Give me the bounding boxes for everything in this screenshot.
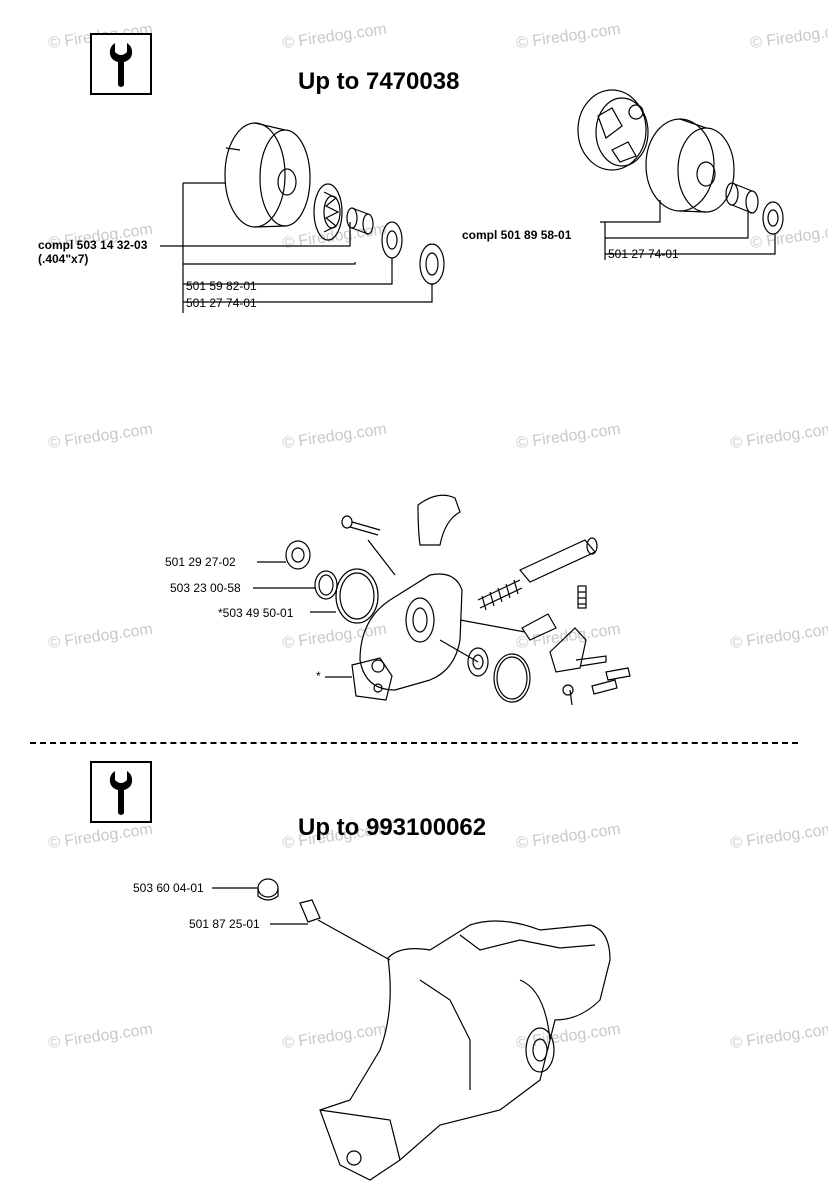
clutch-drum-right: [645, 118, 735, 213]
label-crankcase-stud: 501 87 25-01: [189, 917, 260, 931]
wrench-icon: [109, 771, 133, 815]
label-oilpump-plug: 501 29 27-02: [165, 555, 236, 569]
label-bearing-right: 501 27 74-01: [608, 247, 679, 261]
adjuster-spring: [577, 585, 587, 609]
label-oilpump-asterisk: *: [316, 669, 321, 683]
label-clutch-left-size: (.404"x7): [38, 252, 89, 266]
oil-pump-oring: [314, 570, 338, 600]
washer-right: [762, 201, 784, 235]
oil-pump-housing: [351, 573, 463, 701]
needle-bearing-left: [346, 207, 374, 235]
washer-left-outer: [419, 243, 445, 285]
sprocket-left: [313, 183, 343, 241]
wrench-icon: [109, 43, 133, 87]
label-clutch-right-compl: compl 501 89 58-01: [462, 228, 572, 242]
oil-pump-cover: [417, 494, 461, 546]
tool-icon-box: [90, 33, 152, 95]
adjuster-bracket: [521, 613, 607, 673]
label-oilpump-seal: *503 49 50-01: [218, 606, 294, 620]
crankcase-stud: [299, 899, 391, 961]
label-oilpump-oring: 503 23 00-58: [170, 581, 241, 595]
section-divider: [30, 742, 798, 744]
oil-pump-piston: [477, 537, 598, 611]
crankcase-body: [319, 920, 611, 1181]
tool-icon-box: [90, 761, 152, 823]
oil-pump-plug: [285, 540, 311, 570]
label-washer-left: 501 59 82-01: [186, 279, 257, 293]
oil-pump-ring: [493, 653, 531, 703]
clutch-drum-left: [224, 122, 311, 228]
oil-pump-washer: [467, 647, 489, 677]
section-heading-top: Up to 7470038: [298, 68, 460, 95]
section-heading-bottom: Up to 993100062: [298, 814, 487, 841]
label-crankcase-cap: 503 60 04-01: [133, 881, 204, 895]
oil-pump-screw: [341, 515, 381, 536]
adjuster-screws: [562, 667, 631, 706]
label-bearing-left: 501 27 74-01: [186, 296, 257, 310]
washer-left: [381, 221, 403, 259]
needle-bearing-right: [725, 182, 759, 214]
oil-pump-seal: [335, 568, 379, 624]
crankcase-cap: [257, 878, 279, 901]
label-clutch-left-compl: compl 503 14 32-03: [38, 238, 148, 252]
clutch-shoes-right: [577, 89, 649, 171]
